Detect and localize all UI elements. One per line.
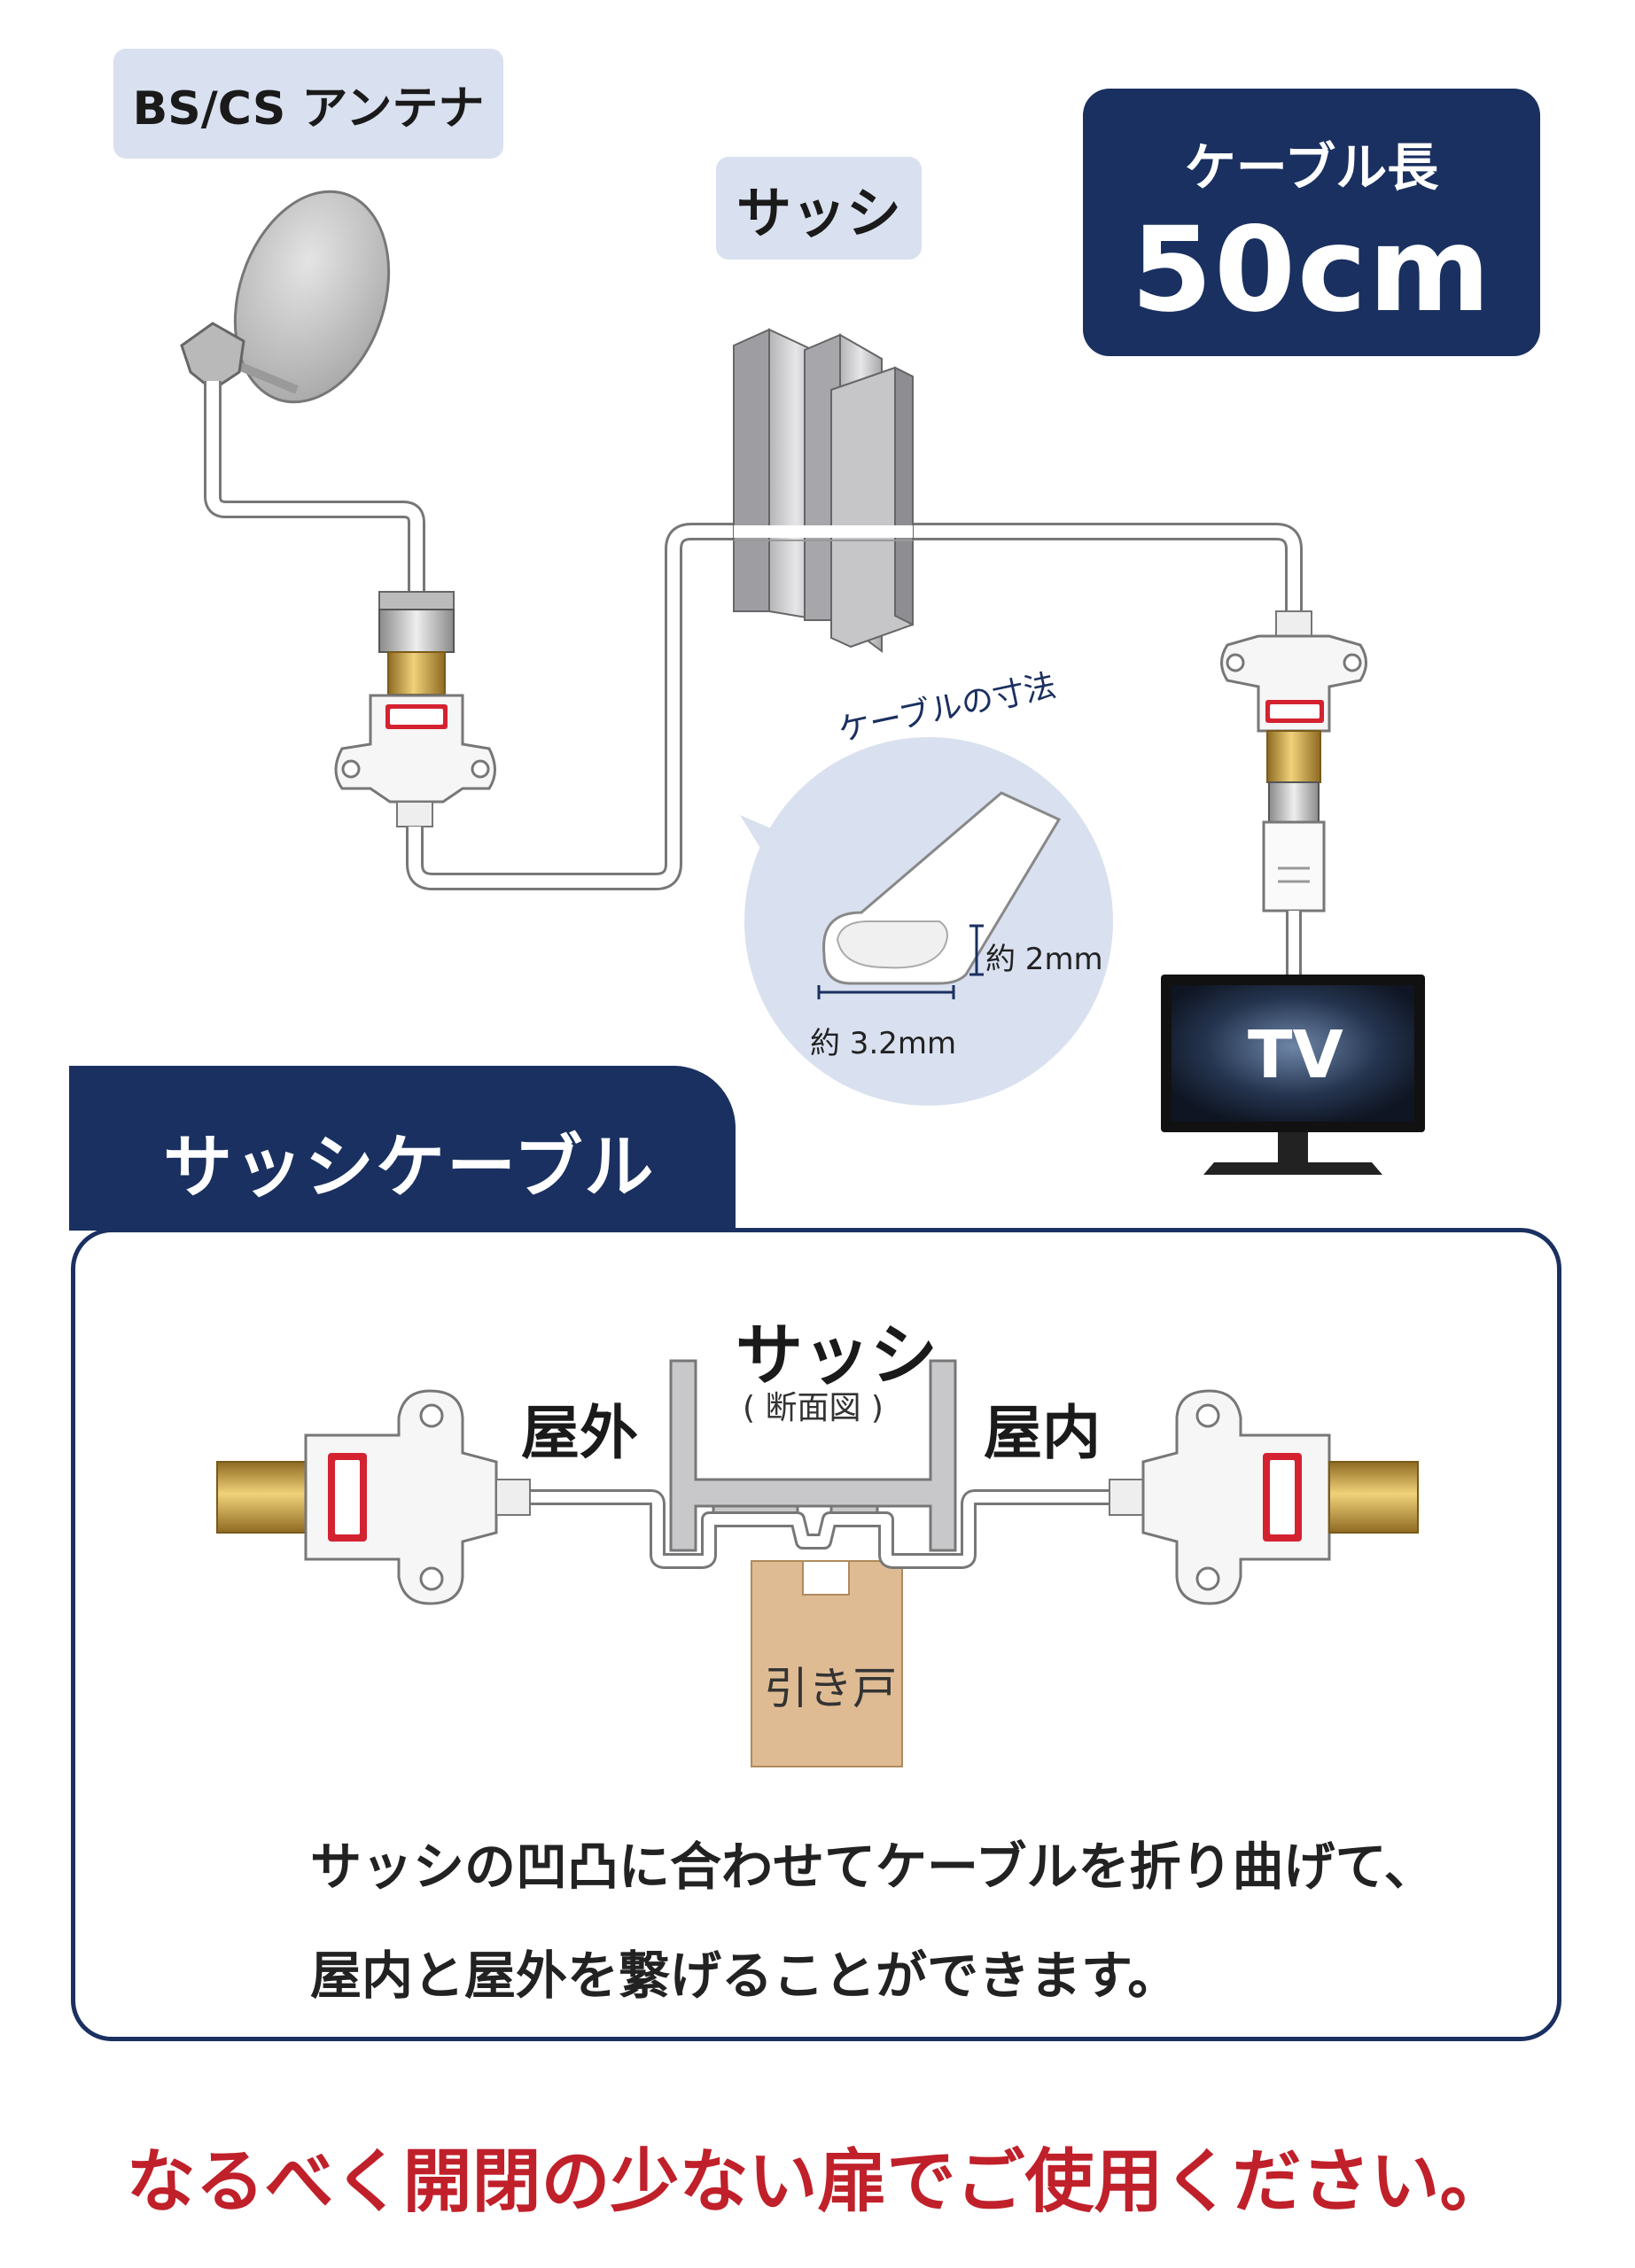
usage-warning: なるべく開閉の少ない扉でご使用ください。	[126, 2142, 1509, 2222]
cable-dimensions-bubble	[740, 737, 1113, 1106]
section-title: サッシケーブル	[163, 1128, 656, 1208]
thickness-label: 約 2mm	[985, 942, 1103, 977]
cable-length-value: 50cm	[1131, 202, 1492, 338]
sliding-door-label: 引き戸	[764, 1663, 897, 1714]
cross-section-caption: ( 断面図 )	[743, 1390, 884, 1426]
cross-section-sash-label: サッシ	[736, 1316, 938, 1394]
antenna-label: BS/CS アンテナ	[113, 49, 503, 159]
sash-label: サッシ	[716, 157, 922, 260]
outside-connector-icon	[216, 1389, 531, 1605]
cable-length-label: ケーブル長	[1184, 137, 1439, 198]
satellite-dish-icon	[180, 190, 391, 404]
description-line-2: 屋内と屋外を繋げることができます。	[310, 1946, 1180, 2006]
inside-connector-icon	[1109, 1389, 1419, 1605]
tv-label: TV	[1248, 1017, 1343, 1093]
left-connector-icon	[334, 591, 496, 827]
cross-section-illustration	[216, 1359, 1419, 1767]
description-line-1: サッシの凹凸に合わせてケーブルを折り曲げて、	[310, 1837, 1436, 1897]
installation-illustration	[180, 190, 1425, 1175]
outside-label: 屋外	[521, 1399, 638, 1467]
right-connector-icon	[1220, 610, 1367, 913]
inside-label: 屋内	[984, 1399, 1101, 1467]
width-label: 約 3.2mm	[810, 1026, 957, 1061]
sash-frame-icon	[733, 328, 914, 653]
section-tab: サッシケーブル	[69, 1066, 736, 1231]
cable-length-box: ケーブル長 50cm	[1083, 89, 1540, 356]
tv-icon	[1161, 975, 1425, 1175]
